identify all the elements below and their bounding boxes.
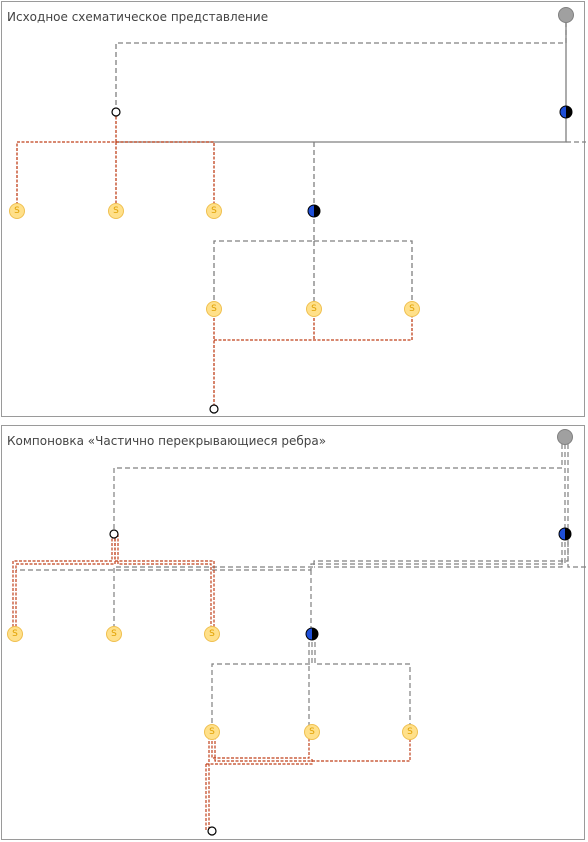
edge-red-lower-2 [211,732,310,759]
device-node-right[interactable] [559,105,573,119]
subscriber-node[interactable]: S [204,626,220,642]
panel-title: Компоновка «Частично перекрывающиеся реб… [7,434,327,448]
edge-red-bundle-3 [117,534,212,634]
end-node[interactable] [207,826,217,836]
edge-feeder-top [115,22,567,112]
svg-text:S: S [407,727,413,737]
svg-text:S: S [209,629,215,639]
edge-red-branch-right [116,141,215,211]
edge-feeder-top [113,444,563,534]
edge-red-lower-5 [206,758,313,765]
svg-text:S: S [113,206,119,216]
edge-red-lower-link [214,309,413,341]
svg-text:S: S [209,727,215,737]
subscriber-node[interactable]: S [304,724,320,740]
junction-node[interactable] [109,529,119,539]
panel-original-schematic: Исходное схематическое представление [1,1,586,417]
edge-red-bundle-2 [15,534,116,634]
edge-red-bundle-1 [12,534,113,634]
subscriber-node[interactable]: S [306,301,322,317]
device-node-right[interactable] [558,527,572,541]
diagram-original: S S S S S S [9,7,586,414]
svg-text:S: S [14,206,20,216]
panel-title: Исходное схематическое представление [7,10,269,24]
svg-text:S: S [309,727,315,737]
edge-lower-branch [213,211,315,309]
device-node-center[interactable] [307,204,321,218]
svg-text:S: S [211,206,217,216]
subscriber-node[interactable]: S [402,724,418,740]
edge-red-branch-left [16,112,117,211]
subscriber-node[interactable]: S [9,203,25,219]
subscriber-node[interactable]: S [404,301,420,317]
source-node[interactable] [558,7,574,23]
subscriber-node[interactable]: S [7,626,23,642]
subscriber-node[interactable]: S [204,724,220,740]
svg-text:S: S [12,629,18,639]
edge-device-c [314,634,411,732]
edge-bundle-2 [113,534,569,634]
svg-text:S: S [311,304,317,314]
edge-lower-branch-right [314,240,413,309]
edge-bundle-4 [314,534,563,568]
subscriber-node[interactable]: S [108,203,124,219]
device-node-center[interactable] [305,627,319,641]
edge-right-tail [567,444,586,568]
panel-partial-overlap-layout: Компоновка «Частично перекрывающиеся реб… [1,425,586,840]
diagram-partial-overlap: S S S S S S [7,429,586,836]
edge-device-b [211,634,313,732]
end-node[interactable] [209,404,219,414]
junction-node[interactable] [111,107,121,117]
svg-text:S: S [111,629,117,639]
source-node[interactable] [557,429,573,445]
edge-red-bundle-4 [114,534,215,634]
svg-text:S: S [211,304,217,314]
subscriber-node[interactable]: S [206,203,222,219]
edge-bundle-3 [16,534,566,571]
subscriber-node[interactable]: S [206,301,222,317]
subscriber-node[interactable]: S [106,626,122,642]
edge-main-trunk [116,112,567,143]
svg-text:S: S [409,304,415,314]
